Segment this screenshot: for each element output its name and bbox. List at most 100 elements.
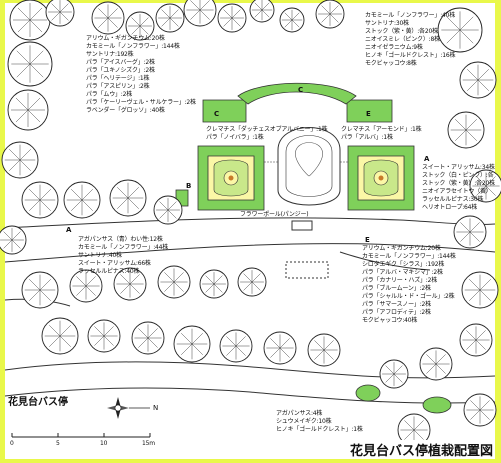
plant-entry: カモミール「ノンフラワー」:44株	[78, 244, 169, 251]
tree-branch	[117, 197, 129, 209]
tree-branch	[19, 149, 31, 161]
plant-entry: ストック（紫・黄）:各20株	[365, 28, 438, 35]
tree-branch	[235, 345, 246, 356]
tree-branch	[226, 336, 237, 347]
plant-entry: シロタエギク「シラス」:192株	[362, 261, 445, 268]
zone-letter: C	[214, 110, 220, 118]
plant-entry: ヒノキ「ゴールドクレスト」:1株	[276, 426, 363, 433]
plant-entry: ストック（白・ピンク）:各	[422, 172, 494, 179]
tree-branch	[455, 119, 467, 131]
tree-branch	[98, 17, 109, 28]
tree-branch	[231, 9, 241, 19]
flower-pole-box	[291, 220, 313, 231]
tree-branch	[161, 17, 171, 27]
tree-branch	[190, 9, 201, 20]
tree-branch	[103, 326, 114, 337]
plant-entry: アリウム・ギガンチウム:20株	[86, 35, 165, 42]
tree-branch	[199, 0, 210, 11]
plant-entry: パラ「ノイバラ」:1株	[206, 134, 264, 141]
tree-branch	[131, 17, 141, 27]
tree-branch	[446, 29, 461, 44]
tree-branch	[231, 17, 241, 27]
plant-entry: パラ「ユキノシズク」:2株	[86, 67, 155, 74]
tree-branch	[27, 97, 41, 111]
plant-entry: クレマチス「ダッチェスオブアルバニー」:1株	[206, 126, 328, 133]
tree-branch	[467, 69, 479, 81]
tree-branch	[190, 0, 201, 11]
plant-list-top-left: アリウム・ギガンチウム:20株 カモミール「ノンフラワー」:144株 サントリナ…	[86, 35, 196, 115]
tree-branch	[167, 201, 177, 211]
tree-branch	[314, 340, 325, 351]
scale-tick: 10	[100, 440, 108, 447]
tree-branch	[251, 281, 261, 291]
tree-branch	[11, 239, 21, 249]
tree-branch	[16, 50, 31, 65]
plant-entry: スイート・アリッサム:66株	[78, 260, 151, 267]
tree-branch	[404, 429, 415, 440]
tree-branch	[138, 337, 149, 348]
tree-branch	[385, 373, 395, 383]
plant-entry: クレマチス「アーモンド」:1株	[341, 126, 422, 133]
plant-entry: カモミール「ノンフラワー」:144株	[362, 253, 456, 260]
tree-branch	[120, 283, 131, 294]
plant-entry: パラ「アイスバーグ」:2株	[86, 59, 155, 66]
plant-entry: パラ「アルバ・マキシマ」:2株	[362, 269, 443, 276]
tree-branch	[85, 285, 96, 296]
plant-entry: パラ「シャルル・ド・ゴール」:2株	[362, 293, 455, 300]
tree-branch	[393, 373, 403, 383]
plant-entry: パラ「ブルームーン」:2株	[362, 285, 431, 292]
plant-entry: ニオイアラセイトウ（黄）	[422, 188, 492, 195]
tree-branch	[254, 2, 263, 11]
tree-branch	[476, 176, 487, 187]
tree-branch	[460, 231, 471, 242]
tree-branch	[446, 16, 461, 31]
plant-list-bottom-right: アリウム・ギガンチウム:20株 カモミール「ノンフラワー」:144株 シロタエギ…	[362, 245, 456, 325]
tree-branch	[470, 400, 481, 411]
tree-branch	[11, 231, 21, 241]
page-title: 花見台バス停植栽配置図	[347, 440, 495, 459]
tree-branch	[49, 335, 61, 347]
tree-branch	[181, 343, 193, 355]
plant-list-right-mid: スイート・アリッサム:34株 ストック（白・ピンク）:各 ストック（紫・黄）:各…	[422, 164, 495, 212]
tree-branch	[459, 29, 474, 44]
tree-branch	[469, 222, 480, 233]
tree-branch	[465, 119, 477, 131]
tree-branch	[39, 289, 51, 301]
tree-branch	[329, 5, 339, 15]
tree-branch	[223, 17, 233, 27]
tree-branch	[59, 11, 69, 21]
tree-branch	[476, 185, 487, 196]
plant-entry: サントリナ:30株	[365, 20, 409, 27]
tree-branch	[139, 25, 149, 35]
tree-branch	[459, 16, 474, 31]
tree-branch	[469, 289, 481, 301]
tree-branch	[139, 17, 149, 27]
plant-entry: パラ「アルバ」:1株	[341, 134, 393, 141]
plant-entry: パラ「サマースノー」:2株	[362, 301, 431, 308]
tree-branch	[81, 199, 93, 211]
tree-branch	[270, 338, 281, 349]
tree-branch	[404, 420, 415, 431]
tree-branch	[469, 231, 480, 242]
tree-branch	[314, 349, 325, 360]
plant-list-top-right: カモミール「ノンフラワー」:40株 サントリナ:30株 ストック（紫・黄）:各2…	[365, 12, 455, 68]
plant-entry: モクビャッコウ:40株	[362, 317, 418, 324]
tree-branch	[107, 17, 118, 28]
tree-branch	[120, 274, 131, 285]
tree-branch	[3, 231, 13, 241]
tree-branch	[479, 409, 490, 420]
tree-branch	[71, 189, 83, 201]
zone-letter: C	[298, 86, 304, 94]
plant-entry: ニオイゼラニウム:9株	[365, 44, 423, 51]
tree-branch	[460, 222, 471, 233]
central-plaza	[264, 127, 348, 206]
tree-branch	[323, 349, 334, 360]
plant-entry: サントリナ:192株	[86, 51, 134, 58]
tree-branch	[129, 274, 140, 285]
right-flower-bed	[347, 145, 415, 211]
tree-branch	[127, 197, 139, 209]
plant-entry: スイート・アリッサム:34株	[422, 164, 495, 171]
plant-entry: カモミール「ノンフラワー」:40株	[365, 12, 456, 19]
tree-branch	[243, 281, 253, 291]
